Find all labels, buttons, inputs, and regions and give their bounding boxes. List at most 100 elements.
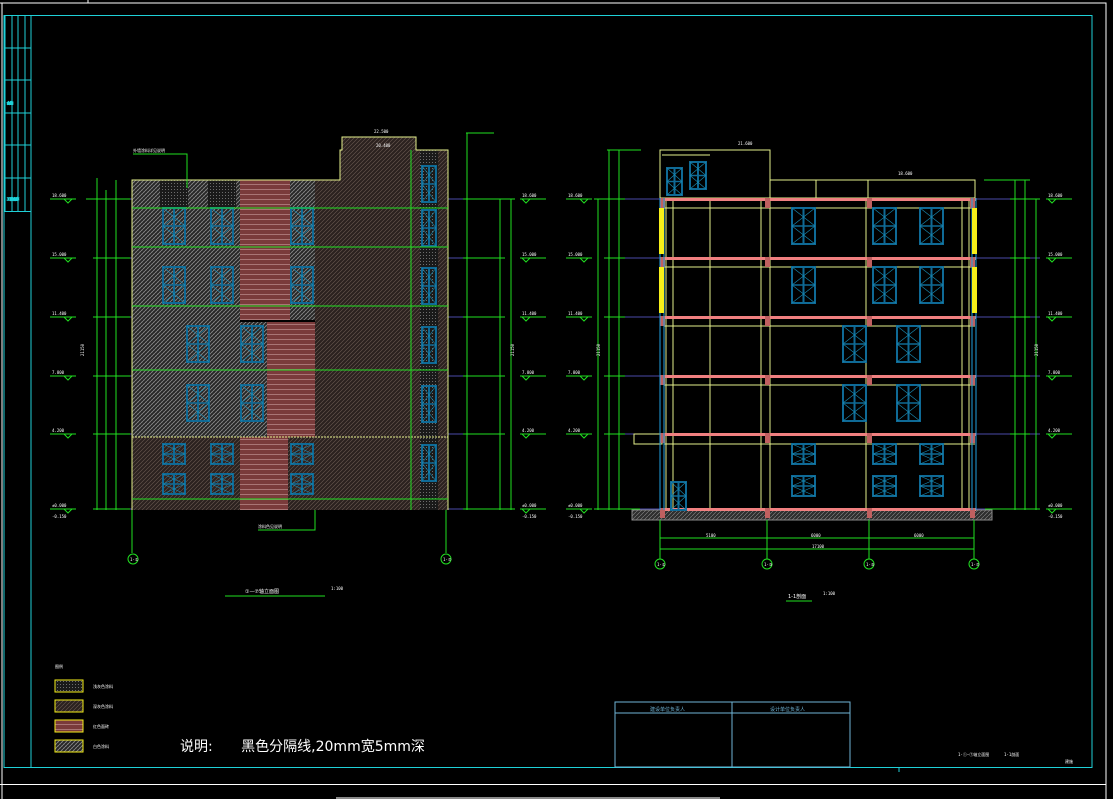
left-elevation-windows: [162, 165, 437, 495]
level-label: ±0.000: [1048, 503, 1063, 508]
axis-bubble-label: 1-③: [764, 562, 773, 567]
window: [162, 266, 186, 304]
title-block-drawing-name2: 1-1剖面: [1004, 751, 1019, 757]
floor-slab: [660, 433, 976, 436]
floor-slab: [660, 198, 976, 201]
level-label: 4.200: [522, 428, 535, 433]
beam-section: [867, 508, 872, 518]
window: [791, 443, 816, 465]
level-label: -0.150: [568, 514, 583, 519]
horizontal-scrollbar[interactable]: [336, 797, 720, 799]
legend-label: 白色涂料: [93, 743, 109, 749]
window: [210, 266, 234, 304]
level-mark: 4.200: [566, 428, 592, 439]
level-mark: 11.400: [520, 311, 546, 322]
beam-section: [765, 375, 770, 385]
title-block-col2-header: 设计单位负责人: [770, 706, 805, 713]
window: [872, 443, 897, 465]
window: [872, 266, 897, 304]
level-label: ±0.000: [522, 503, 537, 508]
floor-slab: [660, 375, 976, 378]
legend: 图例 浅灰色涂料 深灰色涂料 红色面砖 白色涂料: [54, 663, 113, 753]
roof-parapet: [342, 137, 416, 151]
level-label: 11.400: [1048, 311, 1063, 316]
level-mark: 11.400: [566, 311, 592, 322]
window: [666, 167, 683, 196]
legend-title: 图例: [55, 663, 63, 669]
window: [186, 384, 210, 422]
window: [919, 207, 944, 245]
level-mark: 15.000: [1046, 252, 1072, 263]
window: [919, 266, 944, 304]
level-mark: 18.600: [520, 193, 546, 204]
axis-bubble-label: 1-⑦: [971, 562, 980, 567]
level-label: -0.150: [1048, 514, 1063, 519]
facade-panel-dots: [160, 180, 188, 208]
level-label: 7.800: [1048, 370, 1061, 375]
axis-bubble-label: 1-①: [130, 557, 139, 562]
legend-swatch-brick: [54, 719, 84, 733]
facade-brick-band: [240, 180, 290, 320]
facade-brick-band: [267, 322, 315, 438]
legend-swatch-dots: [54, 679, 84, 693]
level-mark: ±0.000: [520, 503, 546, 514]
title-block-drawing-name: 1-①—⑦轴立面图: [958, 751, 989, 757]
level-mark: 4.200: [50, 428, 76, 439]
level-label: -0.150: [52, 514, 67, 519]
beam-section: [765, 508, 770, 518]
level-label: 4.200: [1048, 428, 1061, 433]
axis-bubble-label: 1-⑤: [866, 562, 875, 567]
note-label: 说明:: [180, 739, 213, 755]
ground-hatch: [631, 509, 993, 521]
bay-dimension: 5100: [706, 533, 716, 538]
window: [290, 266, 314, 304]
level-label: 18.600: [522, 193, 537, 198]
legend-label: 深灰色涂料: [93, 703, 113, 709]
window: [919, 475, 944, 497]
window: [210, 443, 234, 465]
beam-section: [867, 433, 872, 443]
beam-section: [660, 433, 665, 443]
facade-panel-dark: [315, 180, 408, 510]
left-top-note: 外墙涂料详见说明: [133, 147, 165, 153]
level-label: ±0.000: [52, 503, 67, 508]
ground-floor-brick: [240, 437, 288, 510]
level-mark: 7.800: [50, 370, 76, 381]
level-mark: 7.800: [566, 370, 592, 381]
floor-slab: [660, 508, 976, 511]
roof-level-label: 21.600: [738, 141, 753, 146]
section-windows: [666, 161, 944, 511]
title-block: [614, 701, 900, 772]
window: [919, 443, 944, 465]
window: [210, 473, 234, 495]
right-section[interactable]: 18.60015.00011.4007.8004.200±0.00018.600…: [566, 141, 1072, 602]
level-mark: 4.200: [1046, 428, 1072, 439]
window: [421, 165, 437, 203]
level-label: 4.200: [568, 428, 581, 433]
level-label: 11.400: [52, 311, 67, 316]
beam-section: [867, 316, 872, 326]
stair-tower-dark: [340, 150, 408, 182]
yellow-glass-panels: [659, 208, 977, 313]
window: [421, 326, 437, 364]
level-mark: 11.400: [50, 311, 76, 322]
level-mark: 15.000: [520, 252, 546, 263]
left-elevation-title: ①—⑦轴立面图: [245, 588, 279, 595]
title-block-sheet-code: 建施: [1065, 758, 1073, 764]
window: [791, 475, 816, 497]
beam-section: [660, 316, 665, 326]
level-mark: 18.600: [566, 193, 592, 204]
level-mark: 7.800: [1046, 370, 1072, 381]
total-width: 17100: [812, 544, 825, 549]
building-outline: [131, 136, 449, 510]
level-mark: 7.800: [520, 370, 546, 381]
window: [872, 207, 897, 245]
left-elevation[interactable]: 18.60015.00011.4007.8004.200±0.00018.600…: [50, 129, 546, 597]
window: [842, 384, 867, 422]
section-dimensions: [594, 149, 1040, 602]
window: [162, 473, 186, 495]
level-label: 18.600: [568, 193, 583, 198]
level-label: -0.150: [522, 514, 537, 519]
side-strip-label-bottom: 工程名称: [7, 196, 19, 201]
